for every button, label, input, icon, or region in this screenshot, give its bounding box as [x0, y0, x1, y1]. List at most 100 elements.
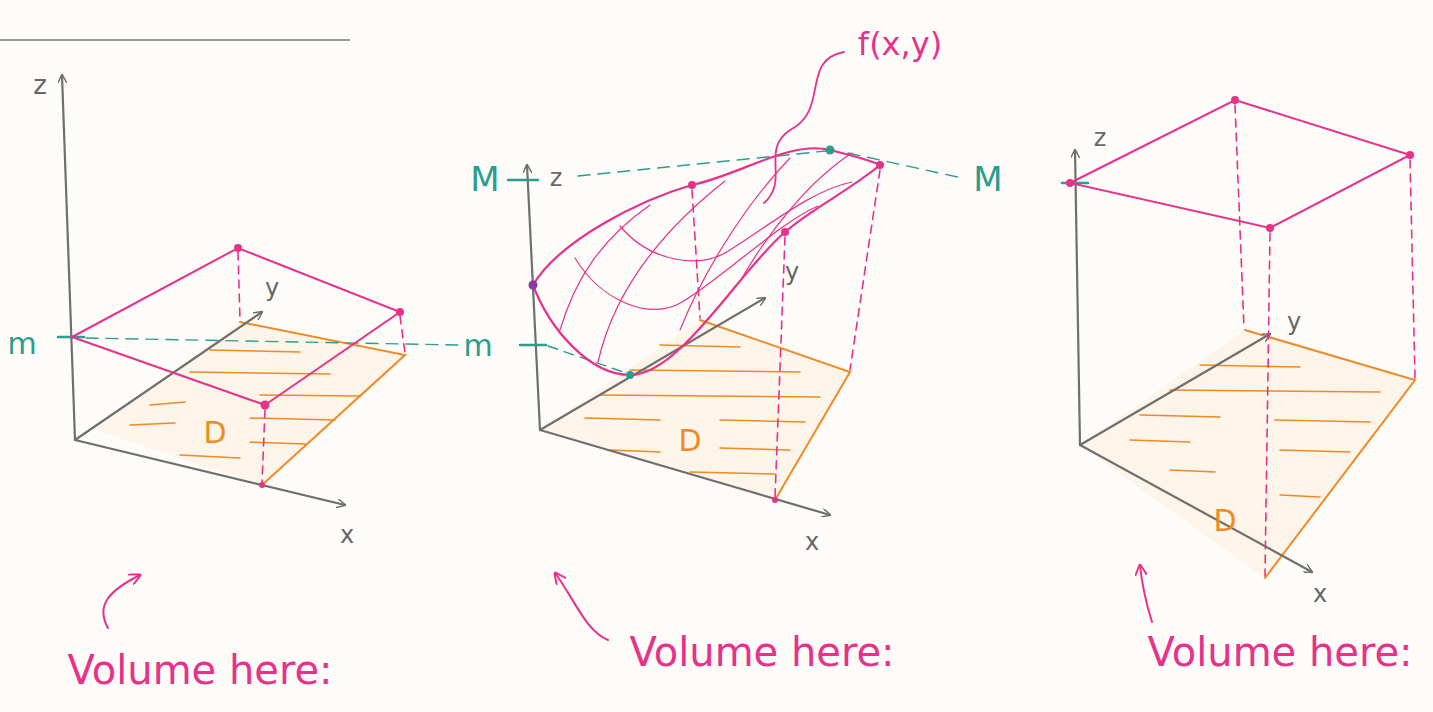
- pointer-arrow: [1140, 565, 1152, 622]
- sketch-stroke: [1406, 151, 1414, 159]
- axis-label: z: [33, 71, 47, 100]
- region-fill: [540, 320, 850, 500]
- drop-lines: [1235, 105, 1415, 576]
- function-label: f(x,y): [858, 27, 942, 62]
- panel-surface: [508, 52, 962, 640]
- y-axis: [75, 312, 262, 440]
- sketch-stroke: [1140, 415, 1220, 417]
- sketch-stroke: [1066, 179, 1074, 187]
- sketch-stroke: [150, 402, 185, 405]
- surface-outline: [533, 148, 880, 375]
- sketch-stroke: [680, 158, 790, 330]
- region-label: D: [678, 424, 701, 457]
- sketch-stroke: [876, 161, 884, 169]
- axis-label: x: [340, 522, 354, 548]
- sketch-stroke: [1231, 96, 1239, 104]
- level-guide: [86, 338, 458, 345]
- caption-note: Volume here:: [67, 648, 332, 692]
- sketch-stroke: [688, 181, 696, 189]
- sketch-stroke: [626, 371, 634, 379]
- sketch-stroke: [1266, 224, 1274, 232]
- sketch-stroke: [585, 418, 660, 420]
- x-axis: [1080, 445, 1312, 572]
- level-label: m: [7, 327, 36, 360]
- level-guide: [578, 151, 826, 176]
- z-axis: [1075, 150, 1080, 445]
- z-axis: [62, 75, 75, 440]
- sketch-stroke: [781, 228, 789, 236]
- level-tick: [508, 179, 538, 182]
- sketch-stroke: [529, 281, 538, 290]
- sketch-stroke: [1130, 440, 1190, 442]
- sketch-stroke: [1275, 420, 1370, 422]
- sketch-stroke: [560, 205, 650, 330]
- sketch-stroke: [690, 472, 775, 474]
- region-fill: [1080, 330, 1415, 578]
- panel-min-box: [58, 75, 458, 628]
- surface-mesh: [560, 153, 852, 362]
- sketch-stroke: [210, 350, 300, 352]
- sketch-stroke: [1265, 233, 1270, 576]
- level-label: M: [470, 161, 499, 198]
- level-tick: [520, 344, 546, 347]
- region-label: D: [203, 416, 226, 449]
- caption-note: Volume here:: [629, 630, 894, 674]
- corner-dots: [529, 146, 885, 504]
- sketch-stroke: [1170, 390, 1380, 392]
- sketch-stroke: [400, 316, 405, 353]
- sketch-stroke: [600, 395, 820, 397]
- sketch-stroke: [130, 423, 175, 425]
- panel-max-box: [1062, 96, 1415, 622]
- axis-label: z: [550, 165, 563, 191]
- axis-label: y: [785, 259, 799, 285]
- sketch-stroke: [850, 170, 880, 370]
- axis-label: x: [1313, 581, 1327, 607]
- sketch-stroke: [261, 401, 270, 410]
- drop-lines: [692, 170, 880, 498]
- sketch-stroke: [720, 448, 790, 450]
- region-edge: [240, 322, 405, 485]
- region-hatch: [1130, 365, 1380, 497]
- axis-label: x: [805, 529, 819, 555]
- axis-label: z: [1094, 125, 1107, 151]
- level-guide: [848, 153, 962, 178]
- sketch-stroke: [234, 244, 242, 252]
- corner-dots: [234, 244, 404, 488]
- sketch-stroke: [775, 237, 785, 498]
- sketch-stroke: [533, 185, 692, 285]
- region-label: D: [1213, 504, 1236, 537]
- pointer-arrow: [103, 575, 140, 628]
- sketch-stroke: [238, 252, 240, 320]
- region-fill: [95, 322, 405, 485]
- sketch-stroke: [1410, 160, 1415, 378]
- sketch-stroke: [598, 181, 725, 362]
- sketch-stroke: [180, 455, 240, 458]
- level-label: M: [973, 161, 1002, 198]
- drop-lines: [238, 252, 405, 483]
- box-top: [1070, 100, 1410, 228]
- sketch-stroke: [772, 497, 778, 503]
- sketch-stroke: [1170, 470, 1215, 472]
- sketch-stroke: [1280, 495, 1320, 497]
- heading-rule: [0, 39, 350, 41]
- y-axis: [1080, 334, 1270, 445]
- region-edge: [1245, 330, 1415, 578]
- region-hatch: [130, 350, 360, 458]
- level-label: m: [463, 329, 492, 362]
- box-top: [72, 248, 400, 405]
- sketch-stroke: [720, 420, 805, 422]
- caption-note: Volume here:: [1147, 630, 1412, 674]
- sketch-stroke: [660, 345, 740, 347]
- axis-label: y: [1287, 309, 1301, 335]
- axis-label: y: [265, 275, 279, 301]
- sketch-stroke: [250, 418, 335, 420]
- sketch-stroke: [262, 410, 265, 483]
- sketch-stroke: [1280, 450, 1350, 452]
- leader-line: [764, 52, 844, 203]
- x-axis: [75, 440, 345, 505]
- sketch-stroke: [259, 482, 265, 488]
- y-axis: [540, 298, 765, 430]
